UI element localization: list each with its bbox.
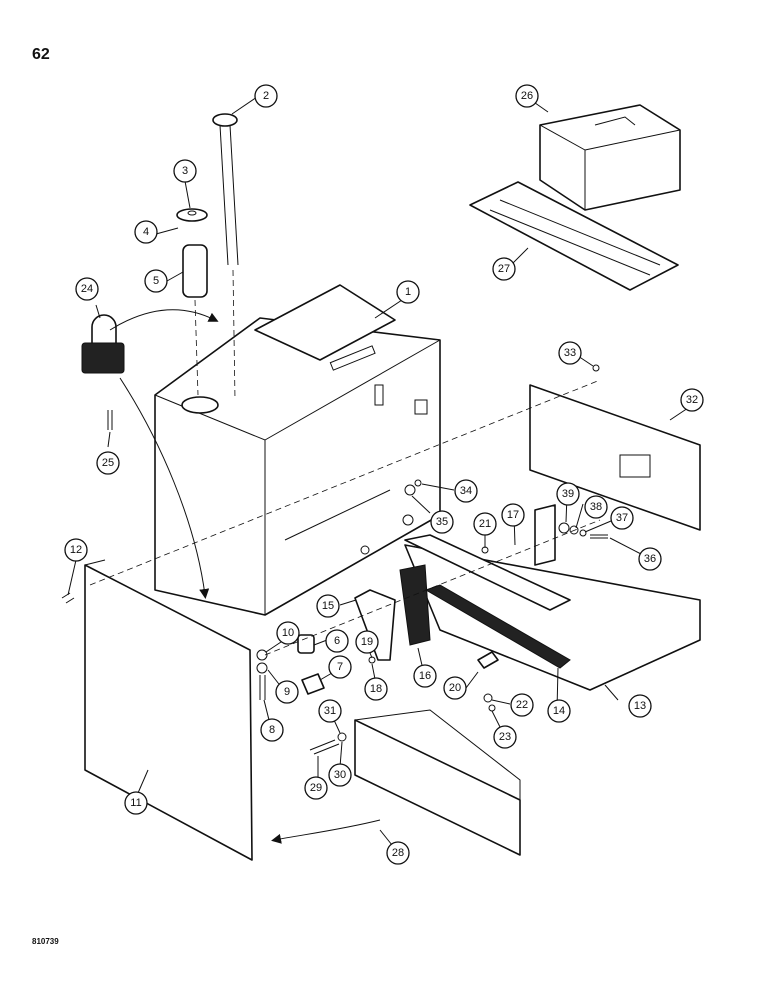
callout-37: 37 xyxy=(610,506,634,530)
svg-text:29: 29 xyxy=(310,782,322,794)
callout-29: 29 xyxy=(304,776,328,800)
svg-text:20: 20 xyxy=(449,682,461,694)
callout-7: 7 xyxy=(328,655,352,679)
padlock xyxy=(81,309,219,599)
callout-39: 39 xyxy=(556,482,580,506)
svg-text:8: 8 xyxy=(269,724,275,736)
svg-text:10: 10 xyxy=(282,627,294,639)
filler-strainer xyxy=(182,244,208,396)
svg-text:13: 13 xyxy=(634,700,646,712)
callout-19: 19 xyxy=(355,630,379,654)
lower-front-panel xyxy=(354,709,521,856)
left-side-panel xyxy=(84,559,253,861)
callout-28: 28 xyxy=(386,841,410,865)
svg-text:2: 2 xyxy=(263,90,269,102)
callout-38: 38 xyxy=(584,495,608,519)
callout-8: 8 xyxy=(260,718,284,742)
callout-6: 6 xyxy=(325,629,349,653)
svg-text:3: 3 xyxy=(182,165,188,177)
svg-text:4: 4 xyxy=(143,226,149,238)
callouts: 1 2 3 4 5 6 7 8 9 10 11 12 13 14 15 16 1… xyxy=(64,84,704,865)
callout-16: 16 xyxy=(413,664,437,688)
callout-13: 13 xyxy=(628,694,652,718)
svg-text:6: 6 xyxy=(334,635,340,647)
svg-text:25: 25 xyxy=(102,457,114,469)
svg-text:12: 12 xyxy=(70,544,82,556)
svg-text:26: 26 xyxy=(521,90,533,102)
svg-text:38: 38 xyxy=(590,501,602,513)
callout-22: 22 xyxy=(510,693,534,717)
callout-32: 32 xyxy=(680,388,704,412)
svg-text:23: 23 xyxy=(499,731,511,743)
fasteners xyxy=(61,364,608,755)
callout-21: 21 xyxy=(473,512,497,536)
drawing-id: 810739 xyxy=(32,937,59,946)
callout-25: 25 xyxy=(96,451,120,475)
svg-text:39: 39 xyxy=(562,488,574,500)
callout-11: 11 xyxy=(124,791,148,815)
callout-2: 2 xyxy=(254,84,278,108)
callout-31: 31 xyxy=(318,699,342,723)
svg-text:33: 33 xyxy=(564,347,576,359)
svg-text:11: 11 xyxy=(130,797,141,809)
svg-text:19: 19 xyxy=(361,636,373,648)
svg-text:16: 16 xyxy=(419,670,431,682)
hold-down-bracket xyxy=(354,504,571,669)
dipstick xyxy=(212,113,239,401)
svg-text:24: 24 xyxy=(81,283,93,295)
callout-10: 10 xyxy=(276,621,300,645)
svg-text:21: 21 xyxy=(479,518,491,530)
svg-text:22: 22 xyxy=(516,699,528,711)
callout-14: 14 xyxy=(547,699,571,723)
right-side-panel xyxy=(529,384,701,531)
svg-text:5: 5 xyxy=(153,275,159,287)
callout-12: 12 xyxy=(64,538,88,562)
movement-arrow xyxy=(271,819,381,844)
tool-box-pad xyxy=(469,181,679,291)
callout-20: 20 xyxy=(443,676,467,700)
svg-text:18: 18 xyxy=(370,683,382,695)
svg-text:17: 17 xyxy=(507,509,519,521)
svg-text:28: 28 xyxy=(392,847,404,859)
svg-text:15: 15 xyxy=(322,600,334,612)
svg-text:7: 7 xyxy=(337,661,343,673)
filler-cap xyxy=(176,208,208,222)
callout-3: 3 xyxy=(173,159,197,183)
svg-text:27: 27 xyxy=(498,263,510,275)
callout-17: 17 xyxy=(501,503,525,527)
tool-box xyxy=(539,104,681,211)
callout-4: 4 xyxy=(134,220,158,244)
callout-23: 23 xyxy=(493,725,517,749)
svg-text:30: 30 xyxy=(334,769,346,781)
callout-36: 36 xyxy=(638,547,662,571)
svg-text:9: 9 xyxy=(284,686,290,698)
svg-text:36: 36 xyxy=(644,553,656,565)
guide-lines xyxy=(89,379,601,656)
page-number: 62 xyxy=(32,46,50,63)
callout-24: 24 xyxy=(75,277,99,301)
battery-tray xyxy=(404,534,701,691)
svg-text:14: 14 xyxy=(553,705,565,717)
svg-text:32: 32 xyxy=(686,394,698,406)
svg-text:35: 35 xyxy=(436,516,448,528)
svg-text:31: 31 xyxy=(324,705,336,717)
callout-34: 34 xyxy=(454,479,478,503)
fuel-tank xyxy=(154,284,441,616)
callout-33: 33 xyxy=(558,341,582,365)
svg-text:34: 34 xyxy=(460,485,472,497)
callout-15: 15 xyxy=(316,594,340,618)
callout-26: 26 xyxy=(515,84,539,108)
callout-1: 1 xyxy=(396,280,420,304)
callout-27: 27 xyxy=(492,257,516,281)
callout-30: 30 xyxy=(328,763,352,787)
callout-35: 35 xyxy=(430,510,454,534)
callout-18: 18 xyxy=(364,677,388,701)
svg-text:37: 37 xyxy=(616,512,628,524)
callout-5: 5 xyxy=(144,269,168,293)
svg-text:1: 1 xyxy=(405,286,411,298)
callout-9: 9 xyxy=(275,680,299,704)
